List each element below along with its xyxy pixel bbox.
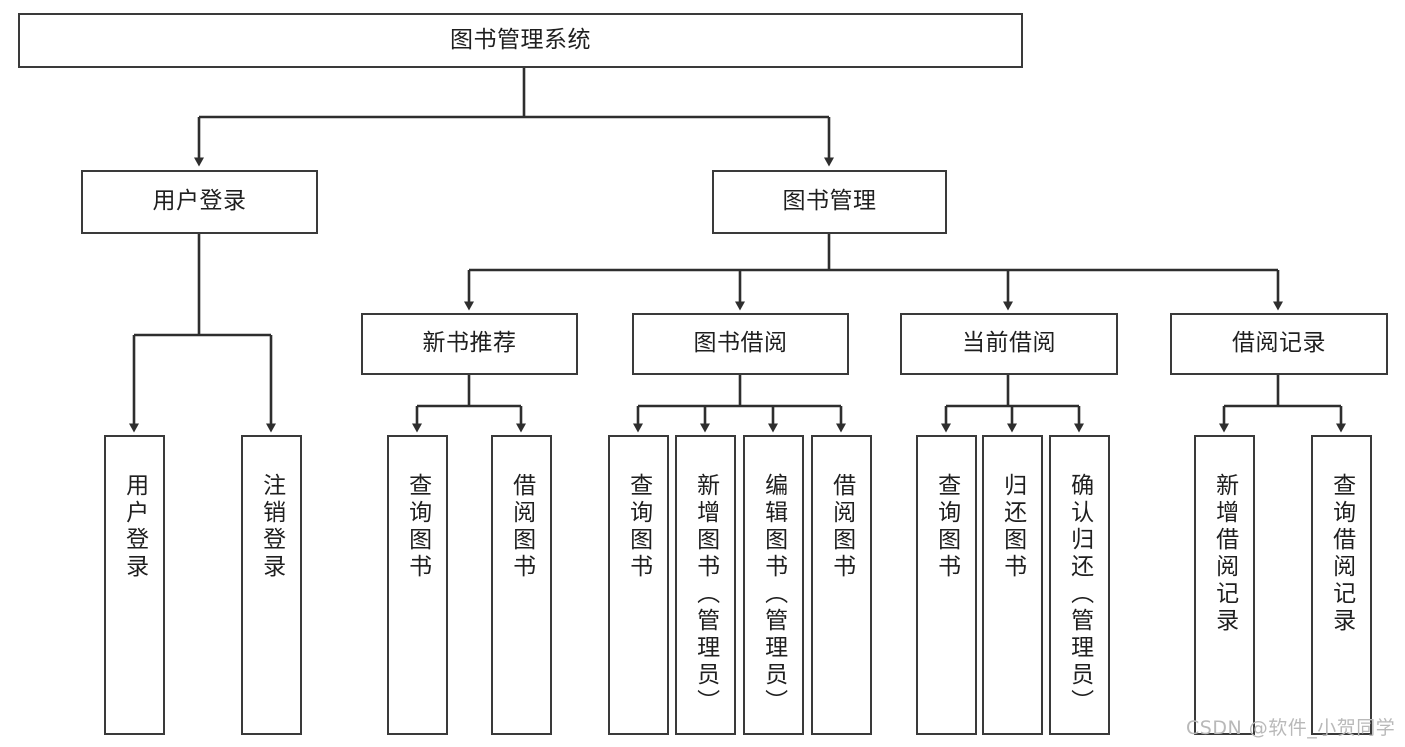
node-label: 用户登录 — [152, 188, 247, 215]
node-label: 当前借阅 — [962, 330, 1056, 357]
node-root-system[interactable]: 图书管理系统 — [18, 13, 1023, 68]
node-label: 借阅记录 — [1232, 330, 1326, 357]
node-label: 查询图书 — [625, 473, 652, 581]
node-label: 新增图书（管理员） — [692, 473, 719, 716]
node-label: 图书管理 — [782, 188, 877, 215]
leaf-record-query-record[interactable]: 查询借阅记录 — [1311, 435, 1372, 735]
node-label: 用户登录 — [121, 473, 148, 581]
leaf-current-confirm-return-admin[interactable]: 确认归还（管理员） — [1049, 435, 1110, 735]
leaf-borrow-edit-book-admin[interactable]: 编辑图书（管理员） — [743, 435, 804, 735]
node-current-borrow[interactable]: 当前借阅 — [900, 313, 1118, 375]
node-user-login[interactable]: 用户登录 — [81, 170, 318, 234]
leaf-user-login-signout[interactable]: 注销登录 — [241, 435, 302, 735]
node-new-book-recommend[interactable]: 新书推荐 — [361, 313, 578, 375]
leaf-current-return-book[interactable]: 归还图书 — [982, 435, 1043, 735]
node-label: 图书管理系统 — [450, 26, 591, 53]
leaf-current-query-book[interactable]: 查询图书 — [916, 435, 977, 735]
node-book-borrow[interactable]: 图书借阅 — [632, 313, 849, 375]
node-label: 编辑图书（管理员） — [760, 473, 787, 716]
node-label: 注销登录 — [258, 473, 285, 581]
node-borrow-record[interactable]: 借阅记录 — [1170, 313, 1388, 375]
node-book-management[interactable]: 图书管理 — [712, 170, 947, 234]
leaf-borrow-borrow-book[interactable]: 借阅图书 — [811, 435, 872, 735]
node-label: 新书推荐 — [422, 330, 517, 357]
leaf-user-login-signin[interactable]: 用户登录 — [104, 435, 165, 735]
node-label: 新增借阅记录 — [1211, 473, 1238, 635]
node-label: 借阅图书 — [508, 473, 535, 581]
node-label: 归还图书 — [999, 473, 1026, 581]
leaf-recommend-borrow-book[interactable]: 借阅图书 — [491, 435, 552, 735]
node-label: 图书借阅 — [693, 330, 788, 357]
node-label: 确认归还（管理员） — [1066, 473, 1093, 716]
leaf-recommend-query-book[interactable]: 查询图书 — [387, 435, 448, 735]
node-label: 借阅图书 — [828, 473, 855, 581]
node-label: 查询图书 — [404, 473, 431, 581]
node-label: 查询借阅记录 — [1328, 473, 1355, 635]
leaf-record-add-record[interactable]: 新增借阅记录 — [1194, 435, 1255, 735]
leaf-borrow-query-book[interactable]: 查询图书 — [608, 435, 669, 735]
node-label: 查询图书 — [933, 473, 960, 581]
csdn-watermark: CSDN @软件_小贺同学 — [1186, 717, 1396, 739]
leaf-borrow-add-book-admin[interactable]: 新增图书（管理员） — [675, 435, 736, 735]
